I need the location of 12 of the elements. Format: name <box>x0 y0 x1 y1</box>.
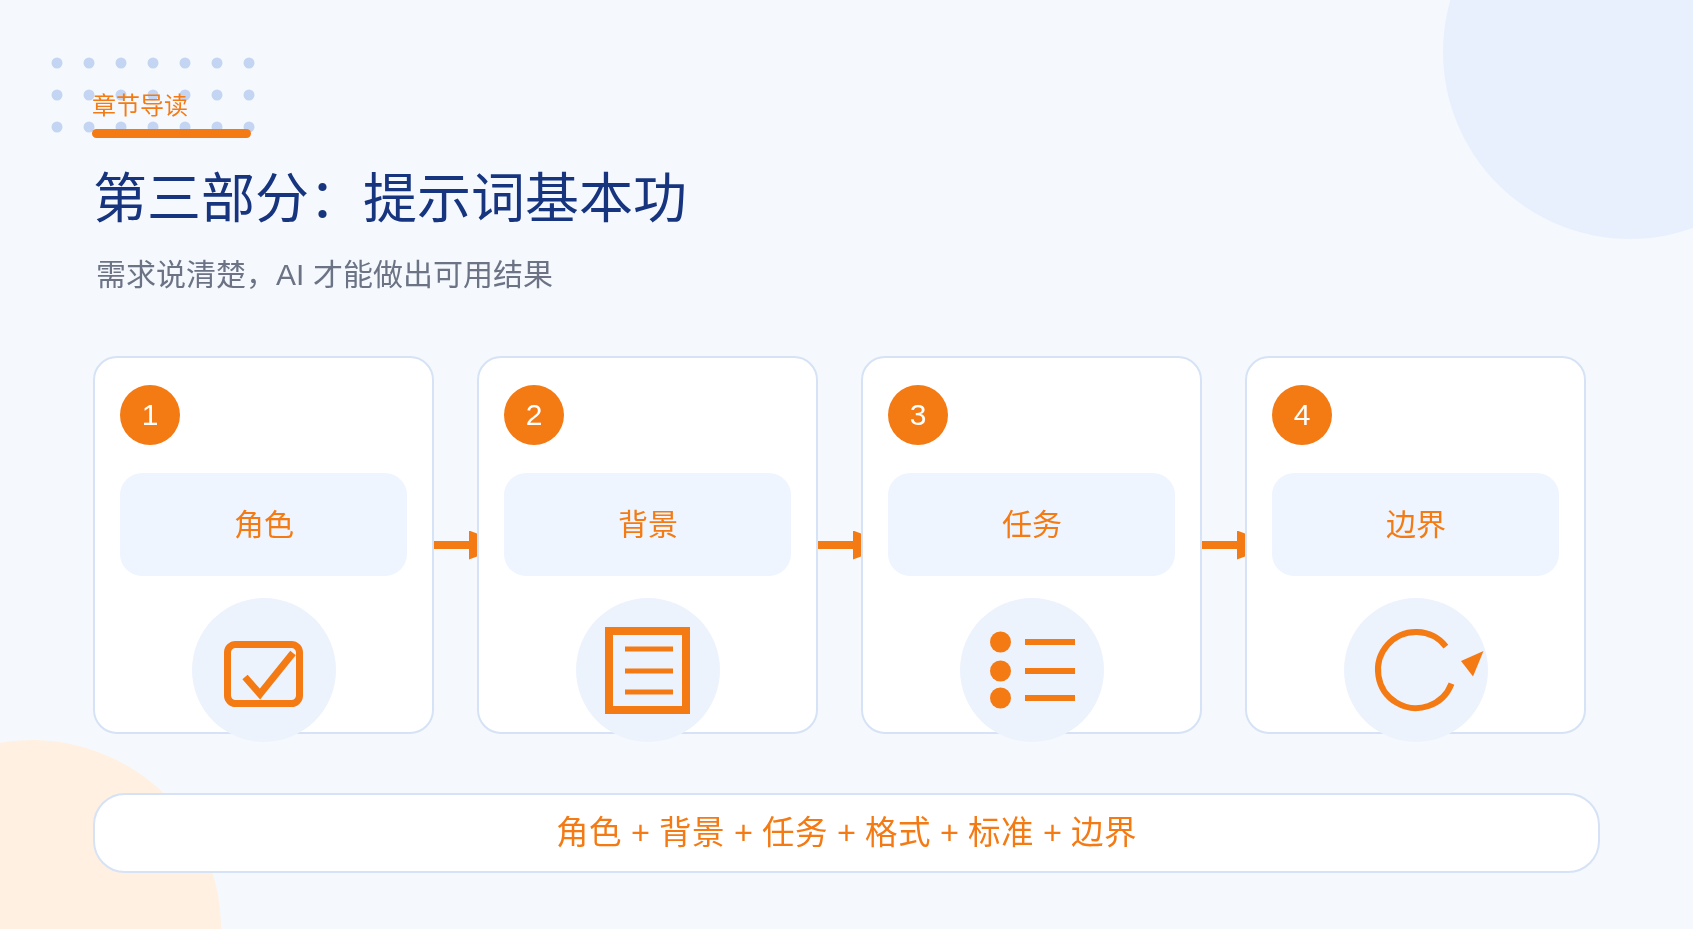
summary-bar: 角色 + 背景 + 任务 + 格式 + 标准 + 边界 <box>93 793 1600 873</box>
label-box: 任务 <box>888 473 1175 576</box>
number-circle: 3 <box>888 385 948 445</box>
label-box: 边界 <box>1272 473 1559 576</box>
number-circle: 1 <box>120 385 180 445</box>
label-box: 角色 <box>120 473 407 576</box>
label-box: 背景 <box>504 473 791 576</box>
number-circle: 4 <box>1272 385 1332 445</box>
title: 第三部分：提示词基本功 <box>93 168 687 231</box>
section-label: 章节导读 <box>92 91 188 120</box>
number-circle: 2 <box>504 385 564 445</box>
subtitle: 需求说清楚，AI 才能做出可用结果 <box>96 257 553 293</box>
